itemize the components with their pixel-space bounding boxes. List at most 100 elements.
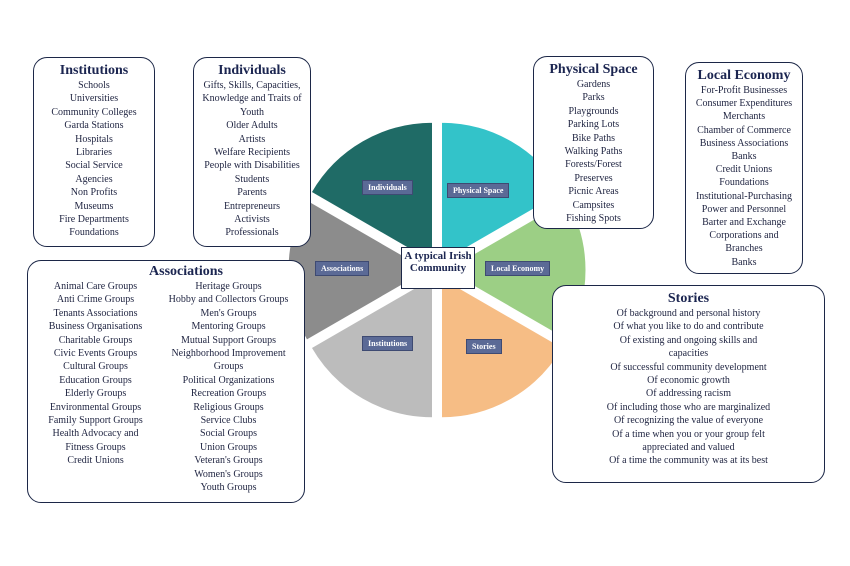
list-item: Libraries xyxy=(75,147,113,159)
list-item: Activists xyxy=(234,214,270,226)
list-item: Hospitals xyxy=(75,133,113,145)
list-item: Community Colleges xyxy=(51,106,137,118)
list-item: Family Support Groups xyxy=(48,415,143,427)
list-item: Heritage Groups xyxy=(195,281,262,292)
slice-label-physical-space: Physical Space xyxy=(447,183,510,198)
list-item: Garda Stations xyxy=(64,120,124,132)
institutions-title: Institutions xyxy=(59,63,129,78)
stories-title: Stories xyxy=(667,291,710,306)
list-item: Artists xyxy=(238,133,266,145)
list-item: Fire Departments xyxy=(59,214,129,226)
list-item: Animal Care Groups xyxy=(53,281,138,292)
list-item: Non Profits xyxy=(70,187,118,199)
list-item: Of including those who are marginalized xyxy=(606,401,771,413)
list-item: Agencies xyxy=(75,173,113,185)
list-item: Schools xyxy=(78,80,110,91)
list-item: Religious Groups xyxy=(193,401,264,413)
list-item: Neighborhood Improvement xyxy=(171,348,286,360)
list-item: Banks xyxy=(731,151,757,163)
list-item: Political Organizations xyxy=(182,374,275,386)
center-label: A typical Irish Community xyxy=(401,247,475,289)
list-item: Professionals xyxy=(225,227,279,239)
list-item: Students xyxy=(234,173,270,185)
list-item: For-Profit Businesses xyxy=(700,85,788,96)
list-item: Recreation Groups xyxy=(190,388,267,400)
list-item: Cultural Groups xyxy=(63,361,128,373)
list-item: Merchants xyxy=(722,111,766,123)
list-item: Youth Groups xyxy=(200,482,257,494)
slice-label-associations: Associations xyxy=(315,261,370,276)
list-item: Education Groups xyxy=(59,374,132,386)
list-item: Tenants Associations xyxy=(53,307,138,319)
list-item: Health Advocacy and xyxy=(52,428,139,440)
list-item: Barter and Exchange xyxy=(702,217,786,229)
list-item: Of existing and ongoing skills and xyxy=(619,334,758,346)
list-item: Foundations xyxy=(719,177,769,189)
list-item: Credit Unions xyxy=(67,455,124,467)
list-item: Preserves xyxy=(574,172,613,184)
list-item: Corporations and xyxy=(709,230,779,242)
list-item: Foundations xyxy=(69,227,119,239)
list-item: Forests/Forest xyxy=(565,159,622,171)
list-item: Mutual Support Groups xyxy=(181,334,277,346)
list-item: Welfare Recipients xyxy=(213,147,291,159)
slice-label-institutions: Institutions xyxy=(362,336,414,351)
list-item: Fitness Groups xyxy=(65,441,126,453)
list-item: Of recognizing the value of everyone xyxy=(613,415,764,427)
list-item: Youth xyxy=(240,106,264,118)
list-item: Of successful community development xyxy=(610,361,767,373)
physical-space-title: Physical Space xyxy=(549,62,638,77)
list-item: Parking Lots xyxy=(567,119,620,131)
list-item: Parks xyxy=(582,92,605,104)
list-item: appreciated and valued xyxy=(642,442,735,454)
list-item: Charitable Groups xyxy=(58,334,133,346)
individuals-list: Gifts, Skills, Capacities, Knowledge and … xyxy=(194,79,310,240)
list-item: Of economic growth xyxy=(647,375,730,387)
list-item: Environmental Groups xyxy=(49,401,142,413)
list-item: Anti Crime Groups xyxy=(56,294,135,306)
list-item: Of what you like to do and contribute xyxy=(613,321,764,333)
stories-box: Stories Of background and personal histo… xyxy=(552,285,825,483)
local-economy-title: Local Economy xyxy=(697,68,791,83)
list-item: Social Groups xyxy=(200,428,257,440)
list-item: Veteran's Groups xyxy=(194,455,263,467)
list-item: Picnic Areas xyxy=(568,186,619,198)
list-item: Men's Groups xyxy=(200,307,257,319)
list-item: Mentoring Groups xyxy=(191,321,266,333)
list-item: Parents xyxy=(237,187,267,199)
list-item: Women's Groups xyxy=(194,468,263,480)
list-item: Branches xyxy=(725,243,763,255)
slice-label-stories: Stories xyxy=(466,339,502,354)
associations-title: Associations xyxy=(149,264,223,279)
list-item: Groups xyxy=(213,361,244,373)
list-item: Older Adults xyxy=(226,120,278,132)
list-item: Social Service xyxy=(65,160,123,172)
list-item: Campsites xyxy=(572,199,615,211)
list-item: Hobby and Collectors Groups xyxy=(168,294,289,306)
list-item: Fishing Spots xyxy=(566,213,621,225)
individuals-title: Individuals xyxy=(218,63,286,78)
list-item: Playgrounds xyxy=(568,105,619,117)
list-item: Walking Paths xyxy=(564,146,623,158)
list-item: Civic Events Groups xyxy=(53,348,138,360)
list-item: Consumer Expenditures xyxy=(695,98,793,110)
list-item: Knowledge and Traits of xyxy=(202,93,302,105)
list-item: Union Groups xyxy=(200,441,257,453)
list-item: Chamber of Commerce xyxy=(697,124,791,136)
list-item: Business Organisations xyxy=(48,321,143,333)
list-item: capacities xyxy=(668,348,709,360)
list-item: Universities xyxy=(69,93,119,105)
list-item: Gifts, Skills, Capacities, xyxy=(203,80,301,91)
list-item: Bike Paths xyxy=(571,132,616,144)
list-item: Business Associations xyxy=(699,137,789,149)
